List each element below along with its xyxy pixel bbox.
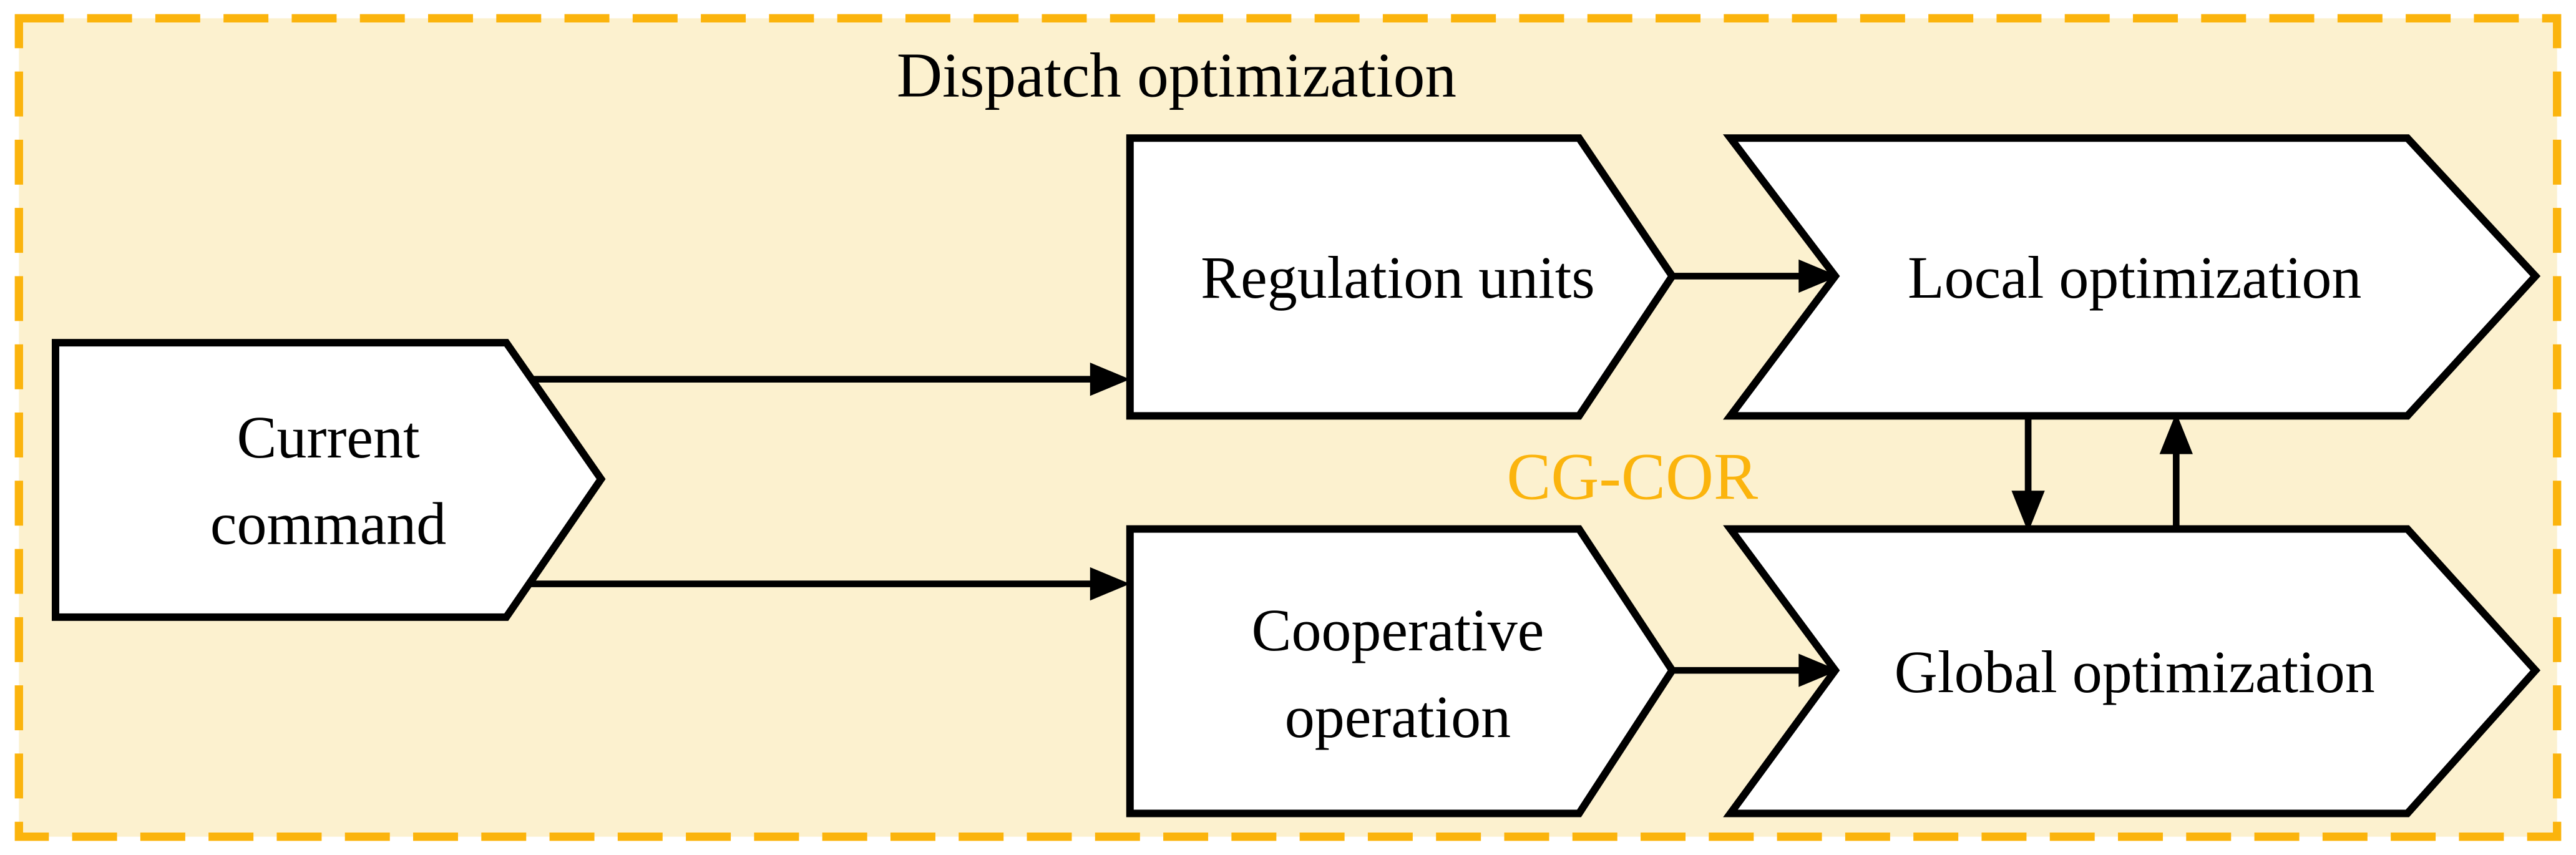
cg-cor-label: CG-COR [1506, 441, 1758, 514]
diagram-title: Dispatch optimization [897, 41, 1456, 110]
node-label-line1: Cooperative [1251, 597, 1544, 663]
node-label: Global optimization [1895, 638, 2375, 705]
arrowhead-right-icon [1090, 363, 1130, 396]
node-current-command: Current command [51, 339, 606, 621]
pentagon-shape [1126, 134, 1677, 420]
arrowhead-up-icon [2159, 413, 2193, 454]
arrowhead-right-icon [1798, 653, 1839, 687]
arrow-global-to-local-up [2159, 413, 2193, 526]
node-label: Local optimization [1908, 244, 2361, 311]
node-local-optimization: Local optimization [1722, 134, 2541, 420]
arrowhead-down-icon [2011, 491, 2045, 532]
chevron-shape [1722, 134, 2541, 420]
arrow-current-to-regulation [531, 363, 1130, 396]
pentagon-shape [51, 339, 606, 621]
arrow-local-to-global-down [2011, 419, 2045, 532]
arrow-current-to-cooperative [529, 567, 1130, 601]
node-label-line2: command [210, 491, 446, 557]
node-regulation-units: Regulation units [1126, 134, 1677, 420]
node-global-optimization: Global optimization [1723, 525, 2541, 818]
arrow-regulation-to-local [1669, 259, 1839, 293]
node-label: Regulation units [1201, 244, 1595, 311]
node-cooperative-operation: Cooperative operation [1126, 525, 1677, 818]
node-label-line2: operation [1285, 683, 1511, 750]
pentagon-shape [1126, 525, 1677, 818]
chevron-shape [1723, 525, 2541, 818]
arrowhead-right-icon [1798, 259, 1839, 293]
arrowhead-right-icon [1090, 567, 1130, 601]
node-label-line1: Current [237, 404, 420, 471]
arrow-cooperative-to-global [1669, 653, 1839, 687]
